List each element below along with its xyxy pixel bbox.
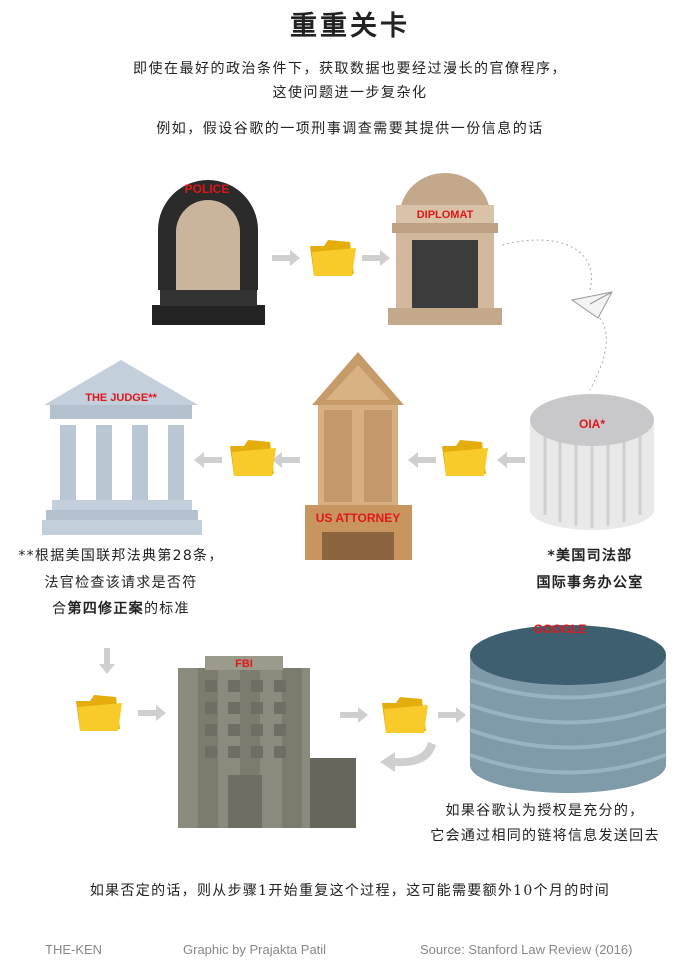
judge-note-line-2: 法官检查该请求是否符 [44, 575, 198, 591]
us-attorney-building: US ATTORNEY [305, 352, 412, 560]
diplomat-building: DIPLOMAT [388, 173, 502, 325]
intro-line-3: 例如，假设谷歌的一项刑事调查需要其提供一份信息的话 [156, 121, 544, 137]
oia-note-line-2: 国际事务办公室 [536, 575, 644, 591]
arrow-right-icon [272, 250, 300, 266]
fourth-amendment-text: 第四修正案 [67, 601, 144, 617]
oia-label: OIA* [579, 417, 605, 431]
arrow-left-icon [408, 452, 436, 468]
footer-source: Source: Stanford Law Review (2016) [420, 942, 633, 957]
oia-note-line-1: *美国司法部 [547, 548, 633, 564]
google-building: GOOGLE [469, 622, 667, 793]
arrow-right-icon [340, 707, 368, 723]
bottom-note: 如果否定的话，则从步骤1开始重复这个过程，这可能需要额外10个月的时间 [89, 883, 611, 899]
arrow-left-icon [194, 452, 222, 468]
oia-building: OIA* [530, 394, 654, 530]
arrow-left-icon [497, 452, 525, 468]
folder-icon [442, 440, 488, 476]
google-note-line-2: 它会通过相同的链将信息发送回去 [430, 828, 660, 844]
arrow-left-icon [272, 452, 300, 468]
arrow-right-icon [362, 250, 390, 266]
folder-icon [230, 440, 276, 476]
fbi-label: FBI [235, 658, 253, 670]
arrow-right-icon [138, 705, 166, 721]
judge-note-text: 的标准 [143, 601, 190, 617]
intro-line-2: 这使问题进一步复杂化 [272, 85, 428, 101]
arrow-down-icon [99, 648, 115, 674]
judge-label: THE JUDGE** [85, 392, 157, 404]
diplomat-label: DIPLOMAT [417, 209, 474, 221]
google-note-line-1: 如果谷歌认为授权是充分的， [445, 803, 645, 819]
google-label: GOOGLE [534, 622, 587, 636]
page-title: 重重关卡 [290, 11, 410, 42]
dotted-path [501, 239, 607, 391]
footer-brand: THE-KEN [45, 942, 103, 957]
judge-note-text: 合 [52, 601, 68, 617]
intro-line-1: 即使在最好的政治条件下，获取数据也要经过漫长的官僚程序， [133, 61, 567, 77]
folder-icon [382, 697, 428, 733]
judge-note-line-1: **根据美国联邦法典第28条， [18, 548, 224, 564]
judge-building: THE JUDGE** [42, 360, 202, 535]
paper-plane-icon [570, 291, 613, 319]
arrow-right-icon [438, 707, 466, 723]
folder-icon [76, 695, 122, 731]
judge-note-line-3: 合第四修正案的标准 [6, 598, 236, 618]
folder-icon [310, 240, 356, 276]
return-arrow-icon [380, 742, 436, 772]
police-building: POLICE [152, 180, 265, 325]
police-label: POLICE [185, 182, 230, 196]
us-attorney-label: US ATTORNEY [316, 511, 400, 525]
fbi-building: FBI [178, 656, 356, 828]
footer-credit: Graphic by Prajakta Patil [183, 942, 327, 957]
